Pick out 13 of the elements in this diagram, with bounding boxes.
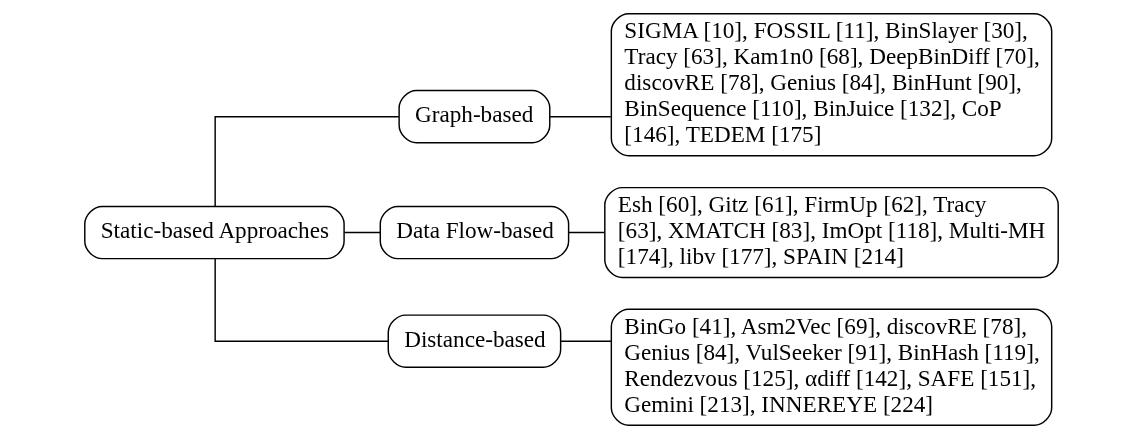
connector <box>549 115 612 118</box>
connector <box>214 258 389 342</box>
connector <box>568 231 606 234</box>
node-box: Esh [60], Gitz [61], FirmUp [62], Tracy [63], XMATCH [83], ImOpt [118], Multi-MH [174], libv [177], SPAIN [214] <box>604 186 1059 279</box>
node-box: Distance-based <box>387 314 562 368</box>
node-box: SIGMA [10], FOSSIL [11], BinSlayer [30], Tracy [63], Kam1n0 [68], DeepBinDiff [70], discovRE [78], Genius [84], BinHunt [90], BinSequence [110], BinJuice [132], CoP [146], TEDEM [175] <box>610 13 1053 157</box>
connector <box>343 231 381 234</box>
node-box: BinGo [41], Asm2Vec [69], discovRE [78], Genius [84], VulSeeker [91], BinHash [119], Rendezvous [125], αdiff [142], SAFE [151], Gemini [213], INNEREYE [224] <box>610 308 1053 426</box>
node-box: Graph-based <box>398 89 551 144</box>
connector <box>560 340 612 342</box>
node-box: Data Flow-based <box>379 205 570 260</box>
node-box: Static-based Approaches <box>84 205 345 260</box>
connector <box>214 115 400 207</box>
